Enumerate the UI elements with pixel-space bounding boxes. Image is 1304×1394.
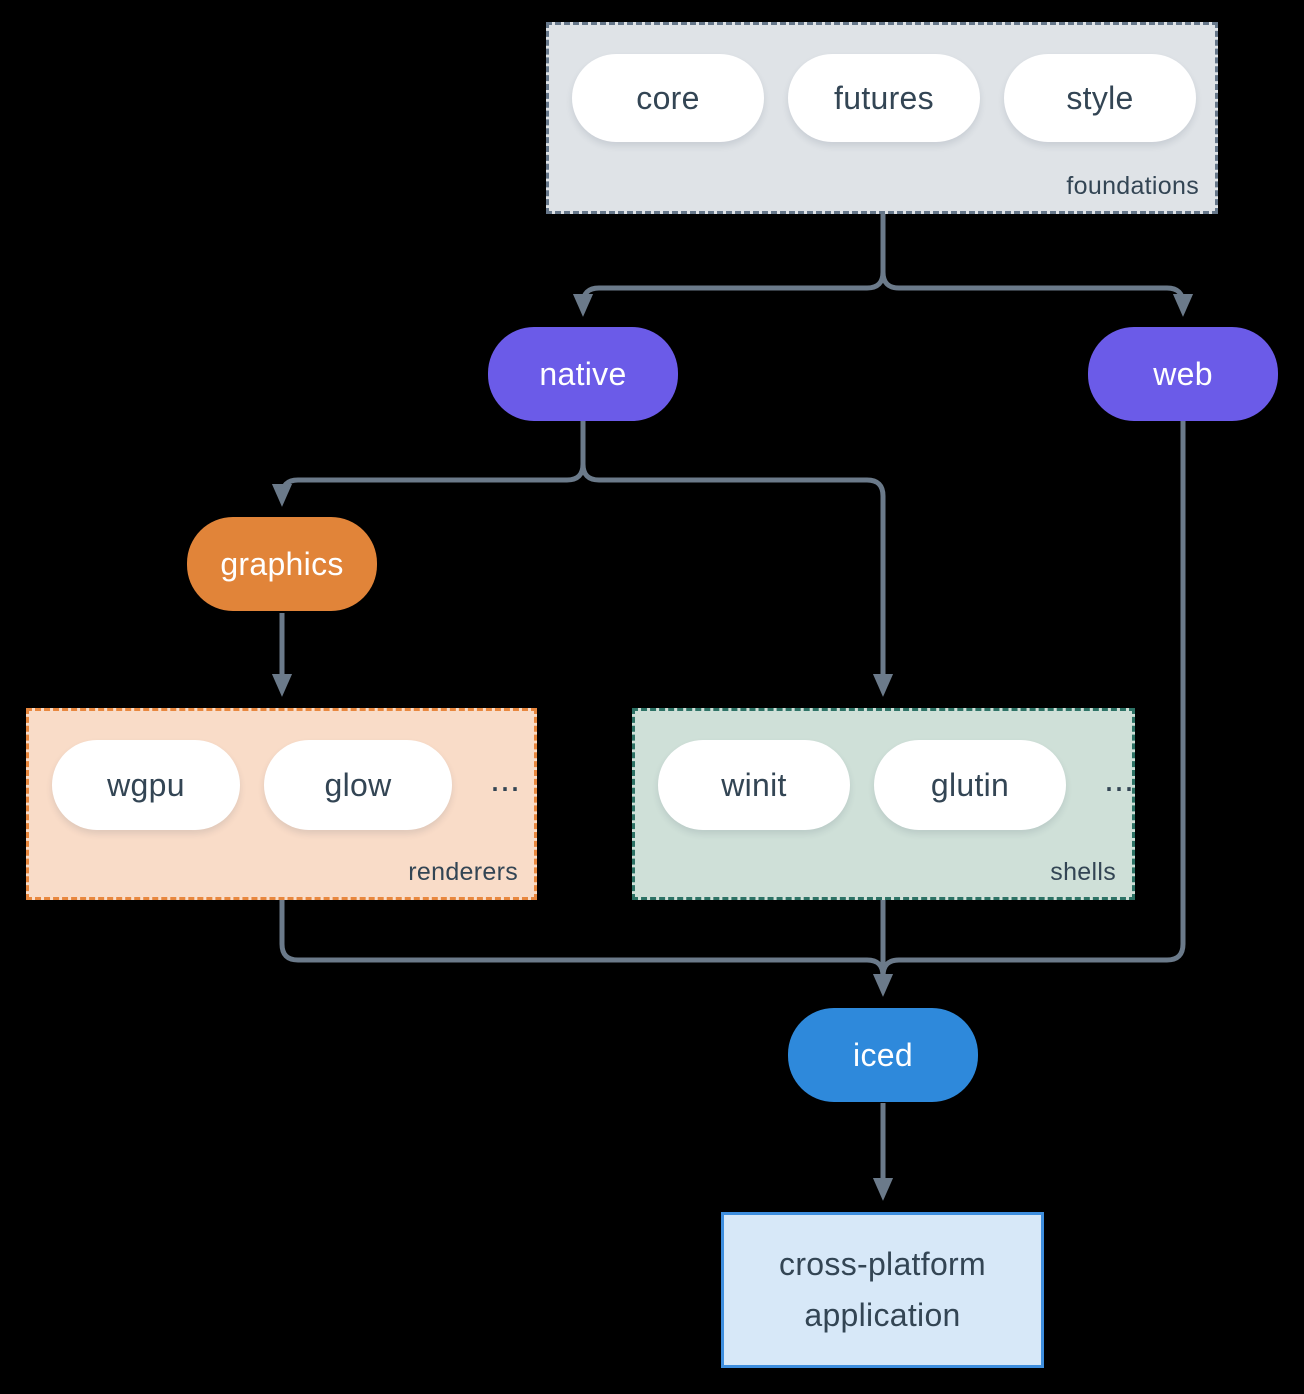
application-label-line2: application bbox=[804, 1297, 961, 1333]
node-glow: glow bbox=[264, 740, 452, 830]
node-graphics: graphics bbox=[187, 517, 377, 611]
application-label-line1: cross-platform bbox=[779, 1246, 986, 1282]
group-renderers: wgpu glow ... renderers bbox=[26, 708, 537, 900]
group-shells: winit glutin ... shells bbox=[632, 708, 1135, 900]
node-core: core bbox=[572, 54, 764, 142]
group-foundations: core futures style foundations bbox=[546, 22, 1218, 214]
renderers-pill-row: wgpu glow ... bbox=[29, 711, 534, 830]
renderers-ellipsis: ... bbox=[490, 758, 521, 799]
node-futures: futures bbox=[788, 54, 980, 142]
group-renderers-label: renderers bbox=[408, 858, 518, 886]
node-iced: iced bbox=[788, 1008, 978, 1102]
shells-ellipsis: ... bbox=[1104, 758, 1135, 799]
group-shells-label: shells bbox=[1050, 858, 1116, 886]
group-foundations-label: foundations bbox=[1066, 172, 1199, 200]
node-native: native bbox=[488, 327, 678, 421]
node-style: style bbox=[1004, 54, 1196, 142]
node-glutin: glutin bbox=[874, 740, 1066, 830]
shells-pill-row: winit glutin ... bbox=[635, 711, 1135, 830]
node-web: web bbox=[1088, 327, 1278, 421]
node-winit: winit bbox=[658, 740, 850, 830]
node-cross-platform-application: cross-platform application bbox=[721, 1212, 1044, 1368]
foundations-pill-row: core futures style bbox=[549, 25, 1215, 142]
node-wgpu: wgpu bbox=[52, 740, 240, 830]
